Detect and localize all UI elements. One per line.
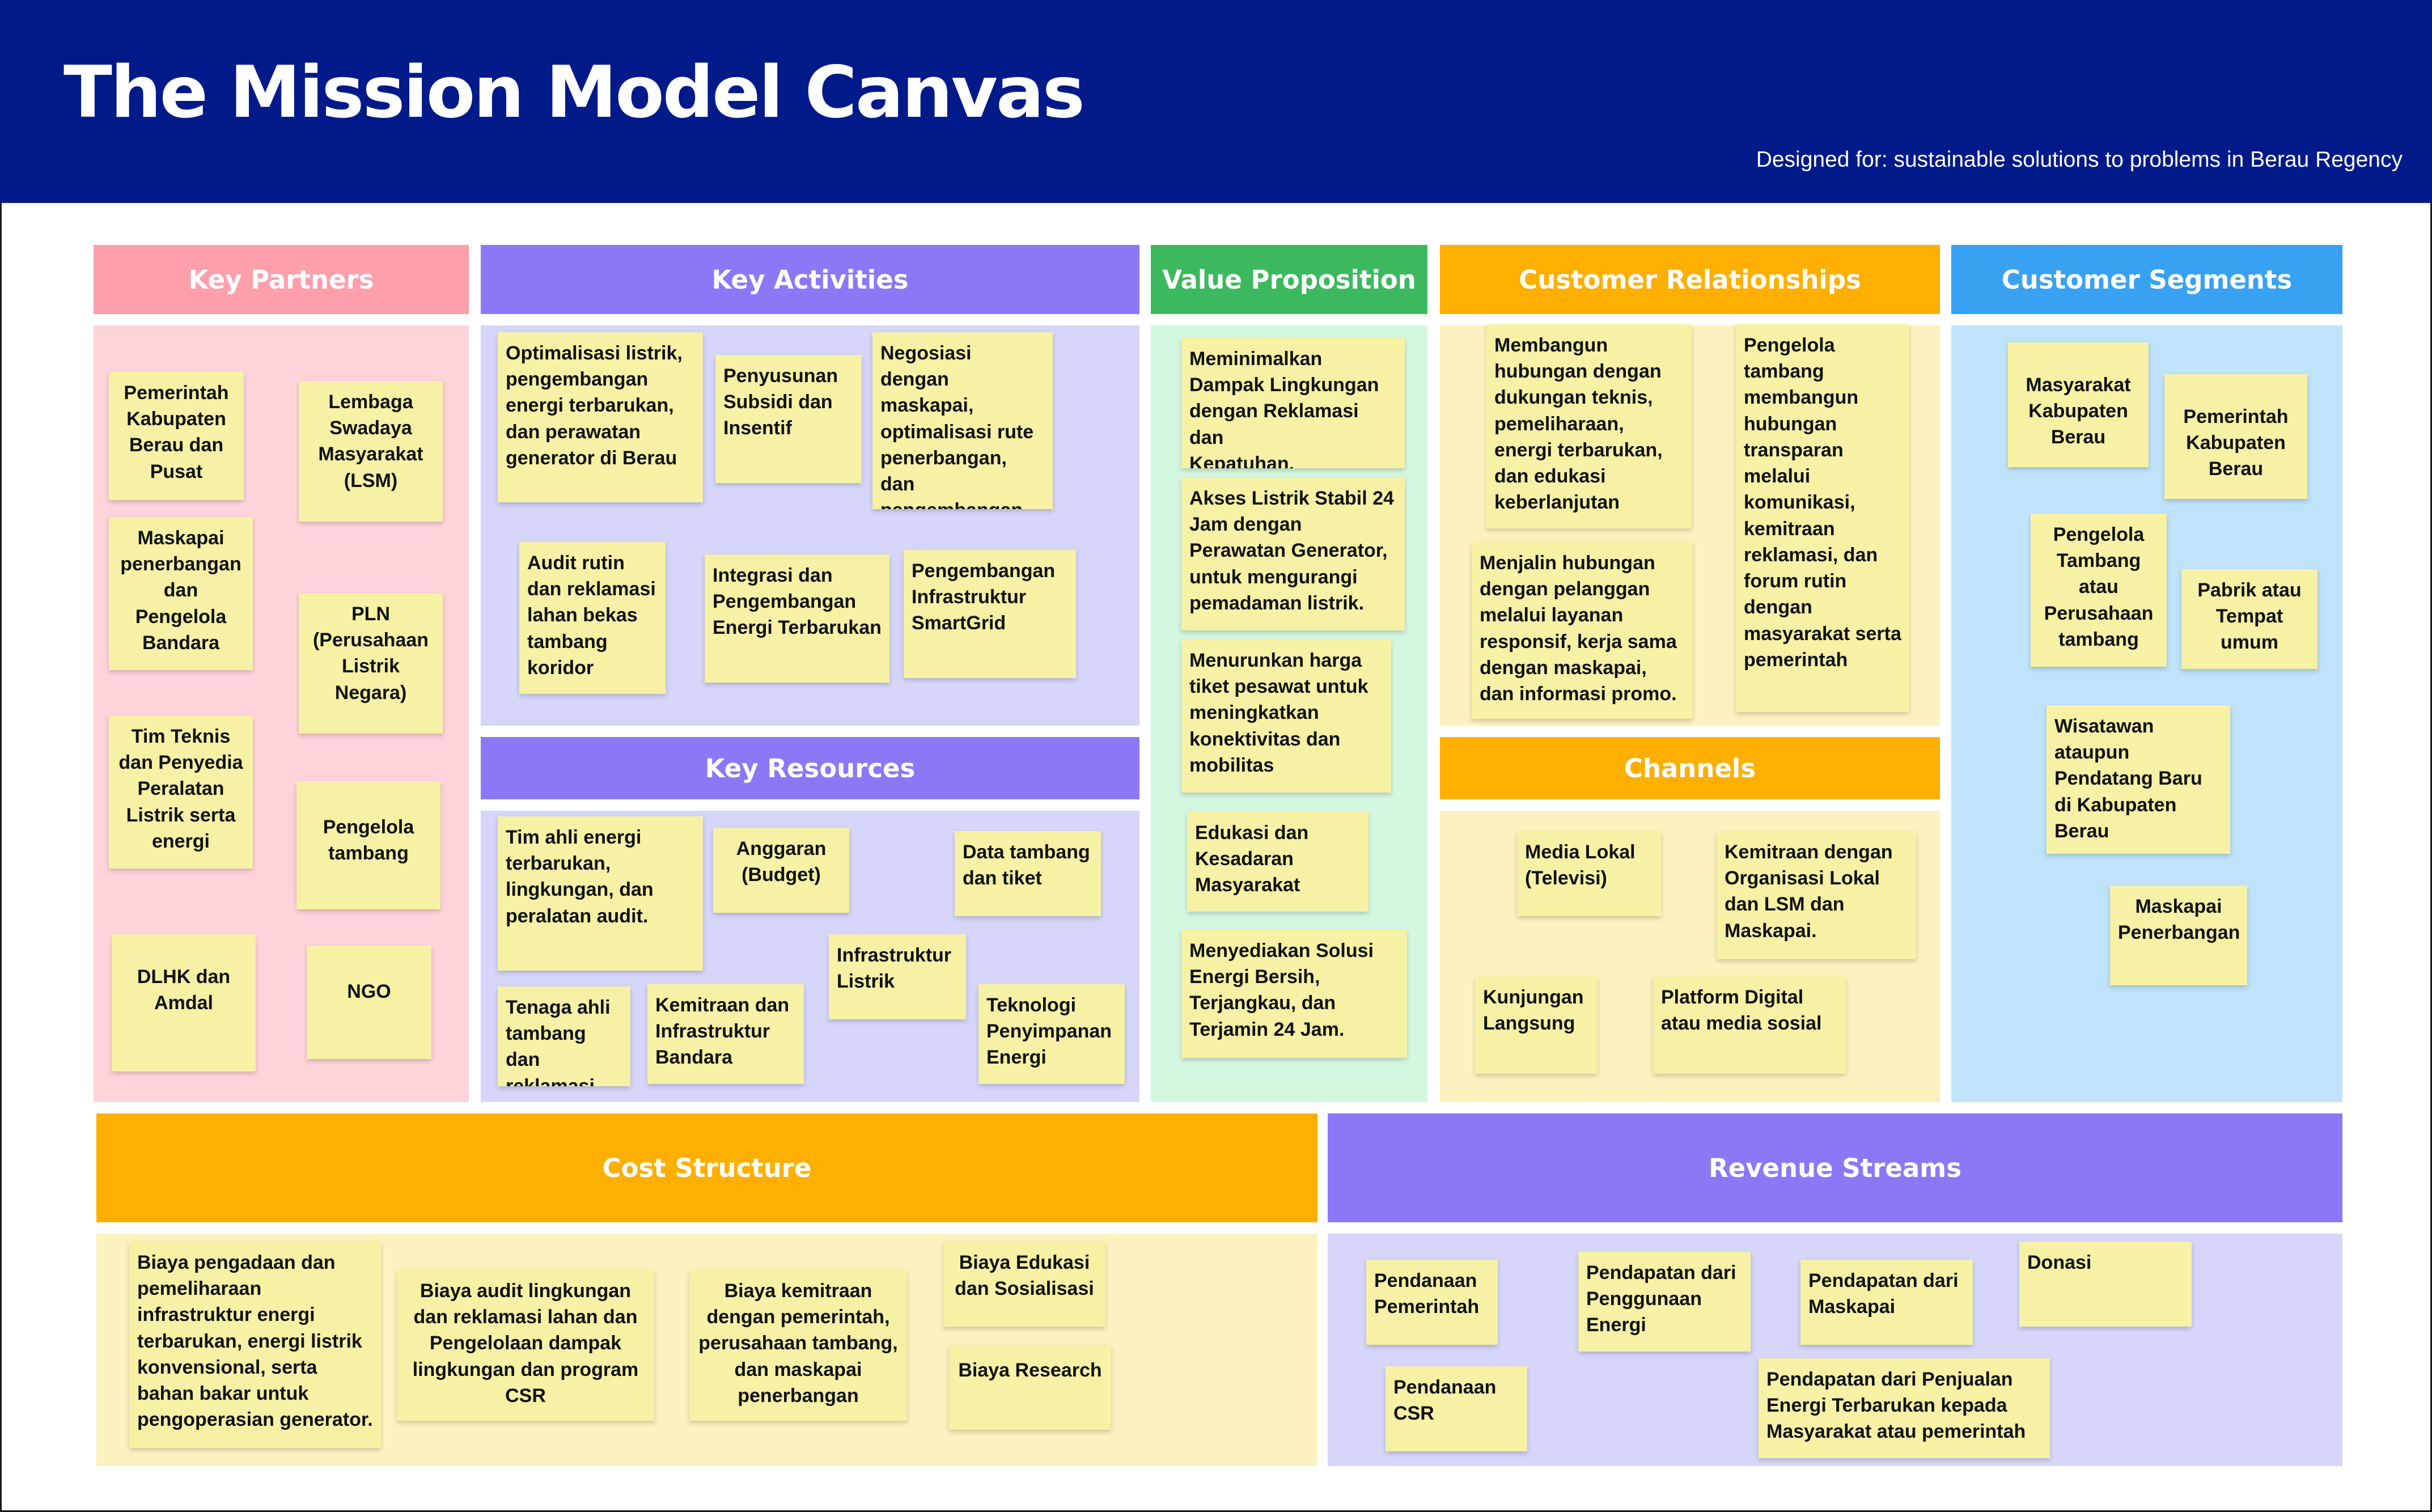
sticky-note: Pengelola Tambang atau Perusahaan tamban… <box>2031 514 2167 667</box>
sticky-note: Data tambang dan tiket <box>955 831 1101 916</box>
sticky-note: DLHK dan Amdal <box>112 934 256 1071</box>
sticky-note: Biaya pengadaan dan pemeliharaan infrast… <box>129 1242 381 1448</box>
sticky-note: Integrasi dan Pengembangan Energi Terbar… <box>705 554 889 683</box>
key-partners-title: Key Partners <box>188 264 374 295</box>
revenue-streams-header: Revenue Streams <box>1328 1113 2342 1222</box>
sticky-note: Menyediakan Solusi Energi Bersih, Terjan… <box>1181 930 1407 1058</box>
sticky-note: Pendapatan dari Penggunaan Energi <box>1578 1252 1751 1352</box>
sticky-note: Pemerintah Kabupaten Berau dan Pusat <box>109 372 244 500</box>
sticky-note: Biaya kemitraan dengan pemerintah, perus… <box>689 1270 907 1421</box>
sticky-note: Pengelola tambang membangun hubungan tra… <box>1736 324 1909 712</box>
sticky-note: Kunjungan Langsung <box>1475 976 1598 1074</box>
customer-segments-header: Customer Segments <box>1951 245 2342 314</box>
value-proposition-title: Value Proposition <box>1162 264 1416 295</box>
sticky-note: Biaya Edukasi dan Sosialisasi <box>943 1242 1105 1327</box>
sticky-note: Wisatawan ataupun Pendatang Baru di Kabu… <box>2047 705 2230 854</box>
customer-segments-title: Customer Segments <box>2001 264 2293 295</box>
key-partners-header: Key Partners <box>94 245 469 314</box>
key-activities-header: Key Activities <box>481 245 1139 314</box>
value-proposition-header: Value Proposition <box>1151 245 1427 314</box>
sticky-note: Pabrik atau Tempat umum <box>2181 569 2317 669</box>
customer-relationships-title: Customer Relationships <box>1519 264 1861 295</box>
sticky-note: Negosiasi dengan maskapai, optimalisasi … <box>872 332 1053 509</box>
sticky-note: Donasi <box>2019 1242 2192 1327</box>
page-title: The Mission Model Canvas <box>63 50 1085 134</box>
sticky-note: Teknologi Penyimpanan Energi <box>978 984 1125 1084</box>
cost-structure-title: Cost Structure <box>602 1153 812 1183</box>
sticky-note: Penyusunan Subsidi dan Insentif <box>715 355 862 483</box>
sticky-note: Audit rutin dan reklamasi lahan bekas ta… <box>519 542 666 694</box>
sticky-note: Pendanaan Pemerintah <box>1366 1260 1498 1345</box>
revenue-streams-title: Revenue Streams <box>1709 1153 1961 1183</box>
sticky-note: Pendapatan dari Penjualan Energi Terbaru… <box>1759 1358 2050 1458</box>
sticky-note: Edukasi dan Kesadaran Masyarakat <box>1187 812 1368 912</box>
sticky-note: Meminimalkan Dampak Lingkungan dengan Re… <box>1181 338 1405 468</box>
sticky-note: Pendanaan CSR <box>1386 1366 1527 1451</box>
sticky-note: Menurunkan harga tiket pesawat untuk men… <box>1181 639 1391 793</box>
sticky-note: PLN (Perusahaan Listrik Negara) <box>299 593 443 734</box>
sticky-note: Infrastruktur Listrik <box>829 934 966 1019</box>
sticky-note: Akses Listrik Stabil 24 Jam dengan Peraw… <box>1181 477 1405 630</box>
sticky-note: Optimalisasi listrik, pengembangan energ… <box>498 332 703 502</box>
sticky-note: Media Lokal (Televisi) <box>1517 831 1661 916</box>
channels-header: Channels <box>1440 737 1940 799</box>
sticky-note: Pengembangan Infrastruktur SmartGrid <box>904 550 1076 678</box>
key-resources-header: Key Resources <box>481 737 1139 799</box>
channels-title: Channels <box>1624 753 1756 783</box>
sticky-note: Menjalin hubungan dengan pelanggan melal… <box>1472 542 1693 719</box>
customer-relationships-header: Customer Relationships <box>1440 245 1940 314</box>
sticky-note: Biaya audit lingkungan dan reklamasi lah… <box>397 1270 654 1421</box>
key-activities-title: Key Activities <box>711 264 909 295</box>
sticky-note: Masyarakat Kabupaten Berau <box>2008 342 2149 467</box>
header-banner: The Mission Model Canvas Designed for: s… <box>0 0 2432 203</box>
sticky-note: NGO <box>307 946 431 1059</box>
sticky-note: Kemitraan dan Infrastruktur Bandara <box>647 984 804 1084</box>
sticky-note: Tenaga ahli tambang dan reklamasi <box>498 986 630 1086</box>
sticky-note: Maskapai penerbangan dan Pengelola Banda… <box>109 517 253 670</box>
sticky-note: Tim ahli energi terbarukan, lingkungan, … <box>498 816 703 971</box>
page-subtitle: Designed for: sustainable solutions to p… <box>1756 147 2403 172</box>
sticky-note: Anggaran (Budget) <box>713 828 849 913</box>
sticky-note: Pemerintah Kabupaten Berau <box>2164 374 2307 499</box>
sticky-note: Platform Digital atau media sosial <box>1653 976 1846 1074</box>
sticky-note: Lembaga Swadaya Masyarakat (LSM) <box>299 381 443 522</box>
cost-structure-header: Cost Structure <box>96 1113 1317 1222</box>
key-resources-title: Key Resources <box>705 753 916 783</box>
sticky-note: Membangun hubungan dengan dukungan tekni… <box>1486 324 1692 528</box>
sticky-note: Kemitraan dengan Organisasi Lokal dan LS… <box>1717 831 1916 959</box>
sticky-note: Pendapatan dari Maskapai <box>1800 1260 1973 1345</box>
sticky-note: Pengelola tambang <box>296 781 440 909</box>
sticky-note: Tim Teknis dan Penyedia Peralatan Listri… <box>109 715 253 869</box>
sticky-note: Maskapai Penerbangan <box>2110 886 2247 985</box>
sticky-note: Biaya Research <box>949 1345 1111 1430</box>
